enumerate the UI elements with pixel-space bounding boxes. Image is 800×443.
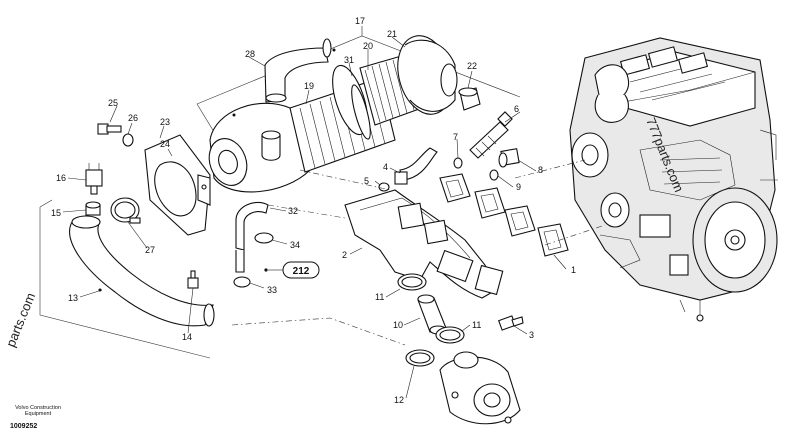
callout-24: 24 <box>160 139 170 149</box>
dot-marker <box>232 113 236 117</box>
centerline-2 <box>267 204 346 219</box>
sensor-3 <box>498 315 524 331</box>
callout-32: 32 <box>288 206 298 216</box>
elbow-hose-28 <box>264 38 332 103</box>
callout-11-upper: 11 <box>375 292 384 302</box>
callout-2: 2 <box>342 250 347 260</box>
intake-hose-13 <box>69 215 215 327</box>
callout-11-lower: 11 <box>472 320 481 330</box>
callout-5: 5 <box>364 176 369 186</box>
pipe-4 <box>394 147 438 185</box>
dot-marker <box>332 48 336 52</box>
callout-25: 25 <box>108 98 118 108</box>
clamp-11-upper <box>397 273 427 291</box>
washer-5 <box>378 182 390 192</box>
centerline-5 <box>544 224 606 246</box>
pump-housing <box>439 351 521 425</box>
sensor-6 <box>469 111 513 159</box>
reference-box-212: 212 <box>264 261 320 279</box>
adapter-15 <box>85 201 101 216</box>
callout-9: 9 <box>516 182 521 192</box>
gaskets-1 <box>439 173 569 257</box>
plug-8 <box>498 148 520 168</box>
callout-23: 23 <box>160 117 170 127</box>
dot-marker <box>98 288 102 292</box>
callout-21: 21 <box>387 29 397 39</box>
brand-block: Volvo Construction Equipment <box>12 405 64 417</box>
hose-clamp-27 <box>110 197 141 224</box>
clamp-11-lower <box>435 326 465 344</box>
washer-26 <box>122 133 134 147</box>
callout-22: 22 <box>467 61 477 71</box>
callout-28: 28 <box>245 49 255 59</box>
manifold-2 <box>344 189 504 299</box>
reference-number: 212 <box>293 266 310 277</box>
bolt-25 <box>97 123 122 135</box>
callout-15: 15 <box>51 208 61 218</box>
watermark-left: parts.com <box>3 291 38 350</box>
callout-19: 19 <box>304 81 314 91</box>
callout-14: 14 <box>182 332 192 342</box>
leader-lines <box>62 26 567 399</box>
callout-7: 7 <box>453 132 458 142</box>
callout-20: 20 <box>363 41 373 51</box>
sensor-16 <box>85 163 103 195</box>
callout-10: 10 <box>393 320 403 330</box>
callout-8: 8 <box>538 165 543 175</box>
diagram-number: 1009252 <box>10 423 38 430</box>
callout-4: 4 <box>383 162 388 172</box>
callout-17: 17 <box>355 16 365 26</box>
engine-illustration <box>569 37 778 322</box>
o-ring-31 <box>351 84 371 140</box>
callout-31: 31 <box>344 55 354 65</box>
callout-34: 34 <box>290 240 300 250</box>
mounting-bracket-23 <box>144 134 211 236</box>
callout-26: 26 <box>128 113 138 123</box>
washer-9 <box>489 169 499 181</box>
centerline-1 <box>231 317 406 346</box>
centerline-3 <box>299 169 391 191</box>
callout-3: 3 <box>529 330 534 340</box>
callout-16: 16 <box>56 173 66 183</box>
clamp-12 <box>405 349 435 367</box>
callout-13: 13 <box>68 293 78 303</box>
clamp-33 <box>233 276 251 288</box>
breather-pipe-32 <box>235 201 269 273</box>
washer-7 <box>453 157 463 169</box>
brand-line-1: Volvo Construction <box>15 405 61 411</box>
callout-1: 1 <box>571 265 576 275</box>
callout-27: 27 <box>145 245 155 255</box>
brand-line-2: Equipment <box>24 411 52 417</box>
air-cleaner-housing <box>208 35 458 193</box>
callout-12: 12 <box>394 395 404 405</box>
callout-33: 33 <box>267 285 277 295</box>
callout-6: 6 <box>514 104 519 114</box>
centerline-4 <box>514 159 586 179</box>
callout-labels: 1 2 3 4 5 6 7 8 9 10 11 11 12 13 14 15 1… <box>51 16 576 405</box>
group-outline-13 <box>39 199 211 359</box>
clamp-34 <box>254 232 274 244</box>
cap-22 <box>458 87 481 111</box>
